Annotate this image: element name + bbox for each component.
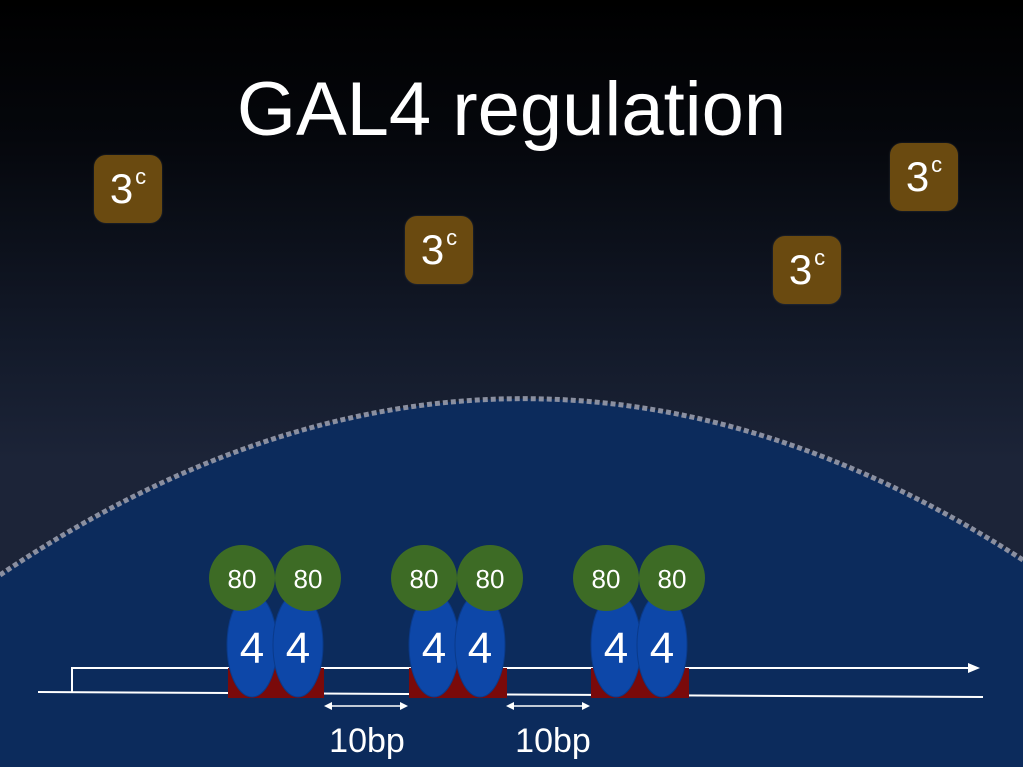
gal80-circle xyxy=(573,545,639,611)
nucleus-membrane xyxy=(0,396,1023,578)
gal4-label: 4 xyxy=(650,624,674,673)
gal80-label: 80 xyxy=(228,564,257,594)
gal3-superscript: c xyxy=(931,152,943,177)
gal4-label: 4 xyxy=(240,624,264,673)
spacer-label: 10bp xyxy=(515,722,591,760)
gal3-superscript: c xyxy=(446,225,458,250)
arrowhead-icon xyxy=(506,702,514,710)
gal3-superscript: c xyxy=(814,245,826,270)
spacer-1: 10bp xyxy=(324,702,408,760)
gal4-complex-3: 4 4 80 80 xyxy=(573,545,705,698)
gal80-label: 80 xyxy=(476,564,505,594)
gal4-label: 4 xyxy=(468,624,492,673)
arrowhead-icon xyxy=(400,702,408,710)
gal80-circle xyxy=(457,545,523,611)
gal80-circle xyxy=(275,545,341,611)
gal80-circle xyxy=(391,545,457,611)
gal4-complex-1: 4 4 80 80 xyxy=(209,545,341,698)
gal4-label: 4 xyxy=(422,624,446,673)
gal3-number: 3 xyxy=(905,153,930,200)
gal80-label: 80 xyxy=(658,564,687,594)
gal80-circle xyxy=(209,545,275,611)
gal4-complex-2: 4 4 80 80 xyxy=(391,545,523,698)
gal3-number: 3 xyxy=(788,246,813,293)
gal3-number: 3 xyxy=(109,165,134,212)
slide-title: GAL4 regulation xyxy=(236,67,787,152)
dna-strand xyxy=(37,691,984,698)
arrowhead-icon xyxy=(582,702,590,710)
gal3-superscript: c xyxy=(135,164,147,189)
spacer-2: 10bp xyxy=(506,702,591,760)
gal4-label: 4 xyxy=(286,624,310,673)
gal80-circle xyxy=(639,545,705,611)
gal4-label: 4 xyxy=(604,624,628,673)
gal3-number: 3 xyxy=(420,226,445,273)
gal80-label: 80 xyxy=(410,564,439,594)
gal80-label: 80 xyxy=(592,564,621,594)
spacer-label: 10bp xyxy=(329,722,405,760)
arrowhead-icon xyxy=(324,702,332,710)
arrowhead-icon xyxy=(968,663,980,673)
gal80-label: 80 xyxy=(294,564,323,594)
